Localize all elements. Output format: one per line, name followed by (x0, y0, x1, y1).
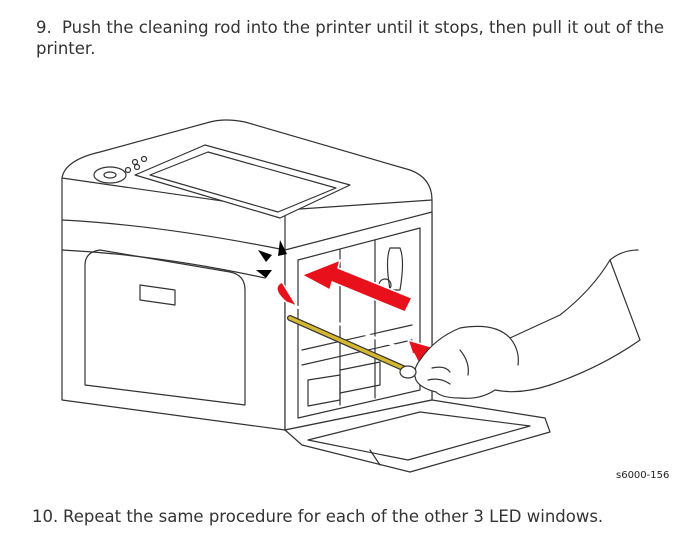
hand-holding-rod (399, 249, 641, 399)
step-text: Repeat the same procedure for each of th… (63, 507, 604, 526)
step-10: 10.Repeat the same procedure for each of… (32, 506, 603, 527)
figure-id-label: s6000-156 (616, 470, 670, 481)
printer-body (61, 119, 433, 431)
step-number: 10. (32, 507, 59, 526)
printer-cleaning-illustration (61, 119, 641, 473)
cleaning-rod (287, 315, 415, 375)
pointer-marks (256, 240, 287, 278)
step-number: 9. (36, 18, 52, 37)
open-front-door (284, 399, 551, 473)
step-text: Push the cleaning rod into the printer u… (36, 18, 664, 58)
step-9: 9.Push the cleaning rod into the printer… (36, 17, 666, 59)
open-side-compartment (284, 211, 433, 431)
